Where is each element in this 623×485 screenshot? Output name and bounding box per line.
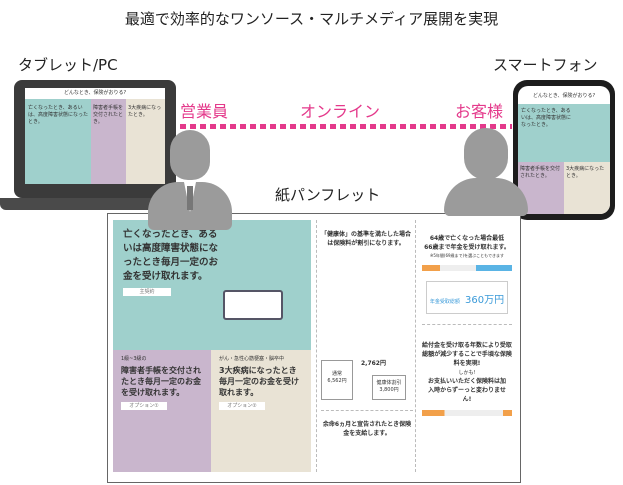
screen-panel2-text: 障害者手帳を交付されたとき。: [93, 105, 124, 125]
pamphlet: 亡くなったとき、あるいは高度障害状態になったとき毎月一定のお金を受け取れます。 …: [107, 213, 521, 483]
tablet-label: タブレット/PC: [18, 56, 118, 74]
online-label: オンライン: [300, 102, 381, 121]
salesperson-silhouette-icon: [148, 130, 232, 230]
main-headline: 亡くなったとき、あるいは高度障害状態になったとき毎月一定のお金を受け取れます。: [123, 229, 219, 282]
healthy-price: 3,800円: [379, 387, 399, 393]
pension-total-label: 年金受取総額: [429, 299, 460, 305]
sales-label: 営業員: [180, 102, 229, 121]
health-text: 「健康体」の基準を満たした場合は保険料が割引になります。: [321, 231, 412, 247]
premium-timeline: [422, 410, 512, 416]
opt1-sub: 1級~3級の: [121, 356, 147, 362]
laptop: どんなとき、保険がおりる? 亡くなったとき、あるいは、高度障害状態になったとき。…: [14, 80, 176, 198]
phone-main-panel: 亡くなったとき、あるいは、高度障害状態になったとき。: [518, 104, 610, 162]
normal-price: 6,562円: [327, 378, 347, 384]
pamphlet-option1-panel: 1級~3級の 障害者手帳を交付されたとき毎月一定のお金を受け取れます。 オプショ…: [113, 350, 211, 472]
divider: [422, 324, 512, 325]
screen-main-panel: 亡くなったとき、あるいは、高度障害状態になったとき。: [25, 99, 91, 184]
phone-screen-header: どんなとき、保険がおりる?: [532, 93, 596, 99]
screen-main-text: 亡くなったとき、あるいは、高度障害状態になったとき。: [28, 105, 89, 125]
living-text: 余命6ヵ月と宣告されたとき保険金を支給します。: [322, 421, 412, 437]
opt2-tag: オプション②: [219, 402, 265, 410]
laptop-base: [0, 198, 186, 210]
phone-panel-3: 3大疾病になったとき。: [564, 162, 610, 214]
pension-total: 360万円: [465, 295, 505, 306]
opt1-tag: オプション①: [121, 402, 167, 410]
screen-panel-2: 障害者手帳を交付されたとき。: [91, 99, 126, 184]
screen-panel3-text: 3大疾病になったとき。: [128, 105, 162, 118]
normal-label: 通常: [331, 371, 342, 377]
phone-panel3-text: 3大疾病になったとき。: [566, 166, 605, 179]
low-cost-sub: しかも!: [458, 370, 476, 376]
pamphlet-column-3: 64歳で亡くなった場合最低 66歳まで年金を受け取れます。 ※5年間(69歳まで…: [418, 220, 516, 472]
phone-screen: どんなとき、保険がおりる? 亡くなったとき、あるいは、高度障害状態になったとき。…: [518, 86, 610, 214]
divider: [321, 410, 413, 411]
online-connection-line: [180, 124, 512, 129]
smartphone-label: スマートフォン: [493, 56, 598, 74]
pamphlet-label: 紙パンフレット: [275, 186, 381, 204]
page-title: 最適で効率的なワンソース・マルチメディア展開を実現: [124, 10, 499, 28]
main-tag: 主契約: [123, 288, 171, 296]
saving-amount: 2,762円: [361, 360, 386, 367]
pension-text2: 66歳まで年金を受け取れます。: [424, 244, 510, 251]
opt1-headline: 障害者手帳を交付されたとき毎月一定のお金を受け取れます。: [121, 366, 201, 397]
phone-main-text: 亡くなったとき、あるいは、高度障害状態になったとき。: [521, 108, 572, 128]
hospital-bed-illustration: [223, 290, 283, 320]
pension-note: ※5年間(69歳まで)を選ぶこともできます: [430, 253, 504, 258]
pension-total-box: 年金受取総額 360万円: [426, 281, 508, 314]
opt2-sub: がん・急性心筋梗塞・脳卒中: [219, 356, 285, 362]
screen-header: どんなとき、保険がおりる?: [63, 90, 127, 96]
customer-label: お客様: [455, 102, 504, 121]
customer-silhouette-icon: [444, 128, 528, 216]
runner-illustration: [317, 252, 415, 302]
pension-text1: 64歳で亡くなった場合最低: [429, 235, 505, 242]
pamphlet-option2-panel: がん・急性心筋梗塞・脳卒中 3大疾病になったとき毎月一定のお金を受け取れます。 …: [211, 350, 311, 472]
low-cost-text2: お支払いいただく保険料は加入時からずーっと変わりません!: [427, 378, 506, 403]
low-cost-text: 給付金を受け取る年数により受取総額が減少することで手頃な保険料を実現!: [422, 342, 512, 367]
laptop-screen: どんなとき、保険がおりる? 亡くなったとき、あるいは、高度障害状態になったとき。…: [25, 88, 165, 184]
screen-panel-3: 3大疾病になったとき。: [126, 99, 165, 184]
opt2-headline: 3大疾病になったとき毎月一定のお金を受け取れます。: [219, 366, 299, 397]
healthy-label: 健康体割引: [376, 380, 402, 386]
smartphone: どんなとき、保険がおりる? 亡くなったとき、あるいは、高度障害状態になったとき。…: [513, 80, 615, 220]
phone-panel2-text: 障害者手帳を交付されたとき。: [520, 166, 561, 179]
pamphlet-main-panel: 亡くなったとき、あるいは高度障害状態になったとき毎月一定のお金を受け取れます。 …: [113, 220, 311, 350]
pension-timeline: [422, 265, 512, 271]
